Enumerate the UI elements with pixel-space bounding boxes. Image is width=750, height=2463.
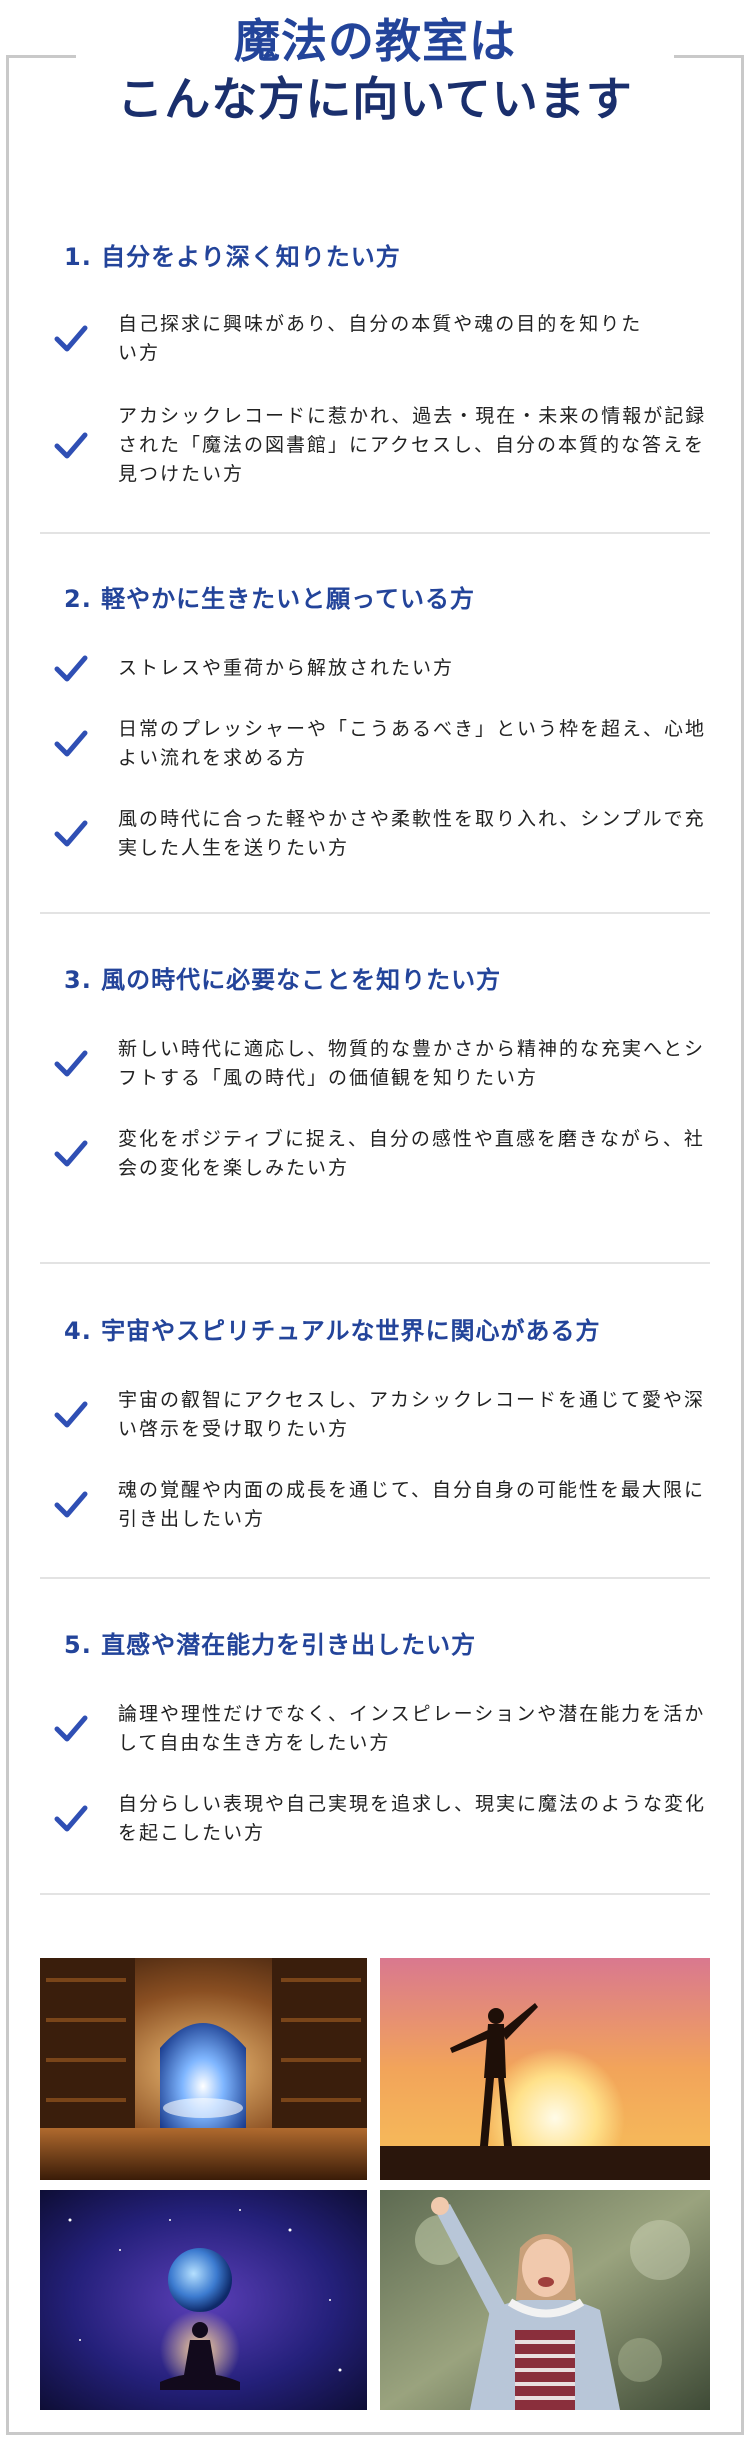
list-item-text: 魂の覚醒や内面の成長を通じて、自分自身の可能性を最大限に引き出したい方 xyxy=(118,1479,706,1530)
check-icon xyxy=(54,1805,88,1832)
frame-right-border xyxy=(741,55,744,2435)
check-icon xyxy=(54,730,88,757)
check-icon xyxy=(54,1401,88,1428)
list-item-text: 変化をポジティブに捉え、自分の感性や直感を磨きながら、社会の変化を楽しみたい方 xyxy=(118,1128,705,1179)
check-icon xyxy=(54,432,88,458)
page-title-line2: こんな方に向いています xyxy=(117,72,633,126)
sunset-silhouette-photo xyxy=(380,1958,710,2180)
list-item: 論理や理性だけでなく、インスピレーションや潜在能力を活かして自由な生き方をしたい… xyxy=(40,1700,710,1758)
section-3: 3. 風の時代に必要なことを知りたい方 新しい時代に適応し、物質的な豊かさから精… xyxy=(40,965,710,1183)
section-1: 1. 自分をより深く知りたい方 自己探求に興味があり、自分の本質や魂の目的を知り… xyxy=(40,242,710,489)
list-item: アカシックレコードに惹かれ、過去・現在・未来の情報が記録された「魔法の図書館」に… xyxy=(40,402,710,489)
section-heading: 3. 風の時代に必要なことを知りたい方 xyxy=(64,966,502,994)
section-divider xyxy=(40,1577,710,1579)
list-item-text: 自己探求に興味があり、自分の本質や魂の目的を知りたい方 xyxy=(118,313,643,364)
list-item-text: アカシックレコードに惹かれ、過去・現在・未来の情報が記録された「魔法の図書館」に… xyxy=(118,405,707,485)
check-icon xyxy=(54,1050,88,1077)
section-2: 2. 軽やかに生きたいと願っている方 ストレスや重荷から解放されたい方 日常のプ… xyxy=(40,584,710,863)
check-icon xyxy=(54,820,88,847)
page-title-line1: 魔法の教室は xyxy=(234,14,516,68)
list-item: 自己探求に興味があり、自分の本質や魂の目的を知りたい方 xyxy=(40,310,710,368)
list-item-text: 風の時代に合った軽やかさや柔軟性を取り入れ、シンプルで充実した人生を送りたい方 xyxy=(118,808,706,859)
list-item-text: 論理や理性だけでなく、インスピレーションや潜在能力を活かして自由な生き方をしたい… xyxy=(118,1703,706,1754)
check-icon xyxy=(54,1140,88,1167)
list-item: 風の時代に合った軽やかさや柔軟性を取り入れ、シンプルで充実した人生を送りたい方 xyxy=(40,805,710,863)
section-divider xyxy=(40,1262,710,1264)
list-item-text: ストレスや重荷から解放されたい方 xyxy=(118,657,455,679)
list-item: 変化をポジティブに捉え、自分の感性や直感を磨きながら、社会の変化を楽しみたい方 xyxy=(40,1125,710,1183)
list-item: 自分らしい表現や自己実現を追求し、現実に魔法のような変化を起こしたい方 xyxy=(40,1790,710,1848)
section-divider xyxy=(40,532,710,534)
happy-woman-photo xyxy=(380,2190,710,2410)
check-icon xyxy=(54,1491,88,1518)
list-item-text: 日常のプレッシャーや「こうあるべき」という枠を超え、心地よい流れを求める方 xyxy=(118,718,707,769)
list-item: ストレスや重荷から解放されたい方 xyxy=(40,654,710,683)
list-item: 宇宙の叡智にアクセスし、アカシックレコードを通じて愛や深い啓示を受け取りたい方 xyxy=(40,1386,710,1444)
list-item-text: 宇宙の叡智にアクセスし、アカシックレコードを通じて愛や深い啓示を受け取りたい方 xyxy=(118,1389,706,1440)
section-divider xyxy=(40,912,710,914)
list-item-text: 新しい時代に適応し、物質的な豊かさから精神的な充実へとシフトする「風の時代」の価… xyxy=(118,1038,706,1089)
section-heading: 5. 直感や潜在能力を引き出したい方 xyxy=(64,1631,477,1659)
section-5: 5. 直感や潜在能力を引き出したい方 論理や理性だけでなく、インスピレーションや… xyxy=(40,1630,710,1848)
page-title: 魔法の教室は こんな方に向いています xyxy=(80,12,670,128)
frame-top-left-border xyxy=(6,55,76,58)
list-item: 新しい時代に適応し、物質的な豊かさから精神的な充実へとシフトする「風の時代」の価… xyxy=(40,1035,710,1093)
frame-top-right-border xyxy=(674,55,744,58)
check-icon xyxy=(54,655,88,681)
check-icon xyxy=(54,1715,88,1742)
section-heading: 4. 宇宙やスピリチュアルな世界に関心がある方 xyxy=(64,1317,601,1345)
frame-bottom-border xyxy=(6,2432,744,2435)
section-4: 4. 宇宙やスピリチュアルな世界に関心がある方 宇宙の叡智にアクセスし、アカシッ… xyxy=(40,1316,710,1534)
library-photo xyxy=(40,1958,367,2180)
list-item: 魂の覚醒や内面の成長を通じて、自分自身の可能性を最大限に引き出したい方 xyxy=(40,1476,710,1534)
list-item-text: 自分らしい表現や自己実現を追求し、現実に魔法のような変化を起こしたい方 xyxy=(118,1793,707,1844)
section-heading: 2. 軽やかに生きたいと願っている方 xyxy=(64,585,475,613)
photo-grid xyxy=(40,1958,710,2410)
list-item: 日常のプレッシャーや「こうあるべき」という枠を超え、心地よい流れを求める方 xyxy=(40,715,710,773)
section-heading: 1. 自分をより深く知りたい方 xyxy=(64,243,401,271)
check-icon xyxy=(54,325,88,352)
frame-left-border xyxy=(6,55,9,2435)
section-divider xyxy=(40,1893,710,1895)
cosmic-meditation-photo xyxy=(40,2190,367,2410)
